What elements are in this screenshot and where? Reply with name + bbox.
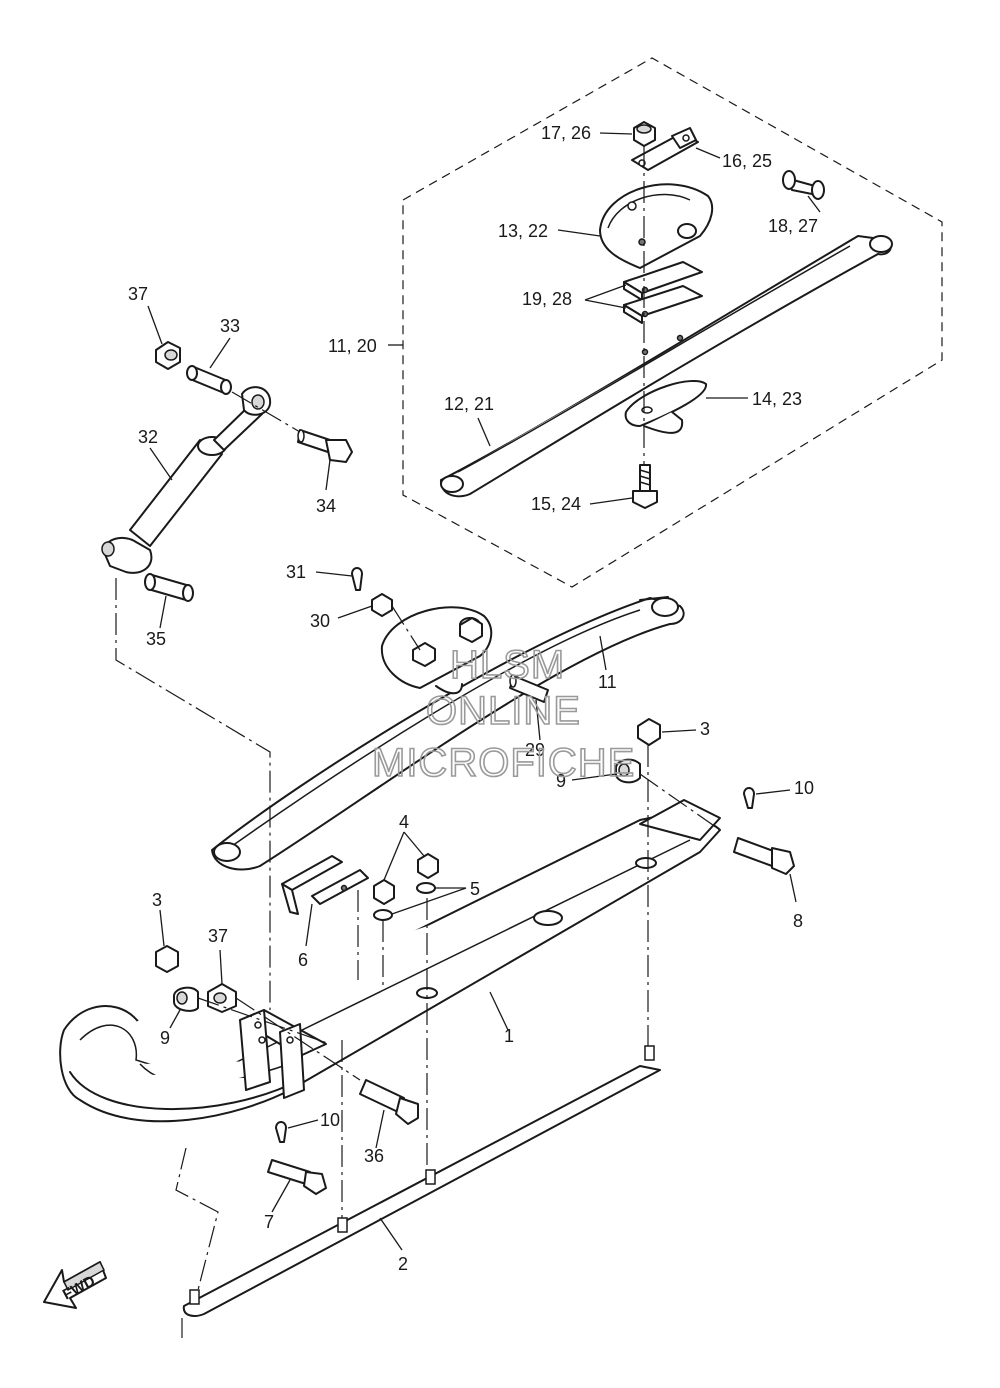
- callout-14-23: 14, 23: [752, 389, 802, 409]
- callout-1: 1: [504, 1026, 514, 1046]
- bolt-34: [297, 429, 353, 463]
- callout-9-left: 9: [160, 1028, 170, 1048]
- callout-30: 30: [310, 611, 330, 631]
- callout-9-right: 9: [556, 771, 566, 791]
- callout-3-left: 3: [152, 890, 162, 910]
- callout-2: 2: [398, 1254, 408, 1274]
- callout-8: 8: [793, 911, 803, 931]
- callout-17-26: 17, 26: [541, 123, 591, 143]
- callout-32: 32: [138, 427, 158, 447]
- bracket-6: [281, 855, 369, 915]
- cap-nut-3-left: [155, 945, 179, 973]
- detail-box: [402, 57, 943, 588]
- callout-16-25: 16, 25: [722, 151, 772, 171]
- cap-nut-3-right: [637, 718, 661, 746]
- nut-30: [371, 593, 393, 617]
- callout-18-27: 18, 27: [768, 216, 818, 236]
- shock-absorber-32: [101, 386, 272, 574]
- collar-9-left: [173, 986, 199, 1012]
- clip-16-25: [631, 127, 699, 171]
- cap-nut-37-left: [207, 983, 237, 1013]
- callout-10-right: 10: [794, 778, 814, 798]
- washers-5: [373, 857, 657, 999]
- watermark-line-2: ONLINE: [426, 689, 581, 733]
- pin-31: [351, 567, 363, 591]
- bolt-7: [267, 1159, 327, 1195]
- cap-nut-37-top: [155, 341, 181, 370]
- callout-15-24: 15, 24: [531, 494, 581, 514]
- leaf-spring-11: [211, 596, 685, 871]
- pin-10-right: [743, 787, 755, 809]
- callout-11-20: 11, 20: [328, 336, 377, 356]
- bolt-8: [733, 837, 795, 875]
- bolt-29: [509, 674, 549, 703]
- callout-36: 36: [364, 1146, 384, 1166]
- callout-34: 34: [316, 496, 336, 516]
- collar-9-right: [615, 758, 641, 784]
- callout-12-21: 12, 21: [444, 394, 494, 414]
- callout-10-left: 10: [320, 1110, 340, 1130]
- callout-7: 7: [264, 1212, 274, 1232]
- callout-29: 29: [525, 740, 545, 760]
- callout-5: 5: [470, 879, 480, 899]
- collar-33: [186, 365, 232, 395]
- nuts-4: [373, 853, 439, 905]
- collar-35: [144, 573, 194, 602]
- callout-35: 35: [146, 629, 166, 649]
- pin-18-27: [782, 170, 825, 200]
- saddle-assembly-upper: [380, 606, 493, 695]
- leaf-spring-12-21: [439, 235, 893, 498]
- fwd-arrow-icon: FWD: [43, 1260, 107, 1309]
- watermark-line-3: MICROFICHE: [372, 741, 635, 785]
- watermark-line-1: HLSM: [450, 643, 565, 687]
- callout-33: 33: [220, 316, 240, 336]
- pin-10-left: [275, 1121, 287, 1143]
- saddle-13-22: [599, 183, 714, 269]
- nut-17-26: [633, 121, 656, 147]
- ski-1: [59, 799, 721, 1123]
- callout-37-left: 37: [208, 926, 228, 946]
- callout-19-28: 19, 28: [522, 289, 572, 309]
- callout-6: 6: [298, 950, 308, 970]
- callout-4: 4: [399, 812, 409, 832]
- spacers-19-28: [623, 261, 703, 324]
- callout-3-right: 3: [700, 719, 710, 739]
- callout-31: 31: [286, 562, 306, 582]
- callout-37-top: 37: [128, 284, 148, 304]
- bolt-36: [359, 1079, 419, 1125]
- callout-13-22: 13, 22: [498, 221, 548, 241]
- callout-11: 11: [598, 672, 617, 692]
- bolt-15-24: [632, 464, 658, 509]
- runner-2: [182, 1045, 661, 1317]
- plate-14-23: [624, 379, 707, 434]
